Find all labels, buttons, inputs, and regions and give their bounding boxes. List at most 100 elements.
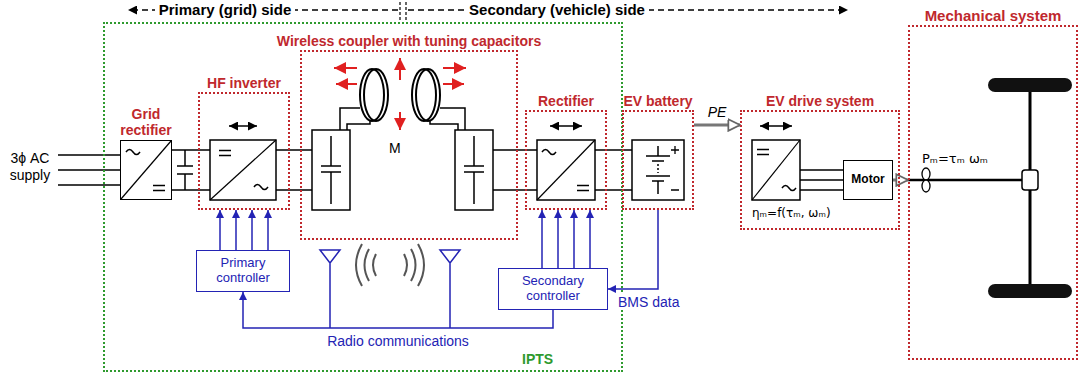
inner-wires bbox=[525, 150, 607, 190]
controller-box: Secondary controller bbox=[498, 268, 608, 310]
converter-diagonal bbox=[121, 141, 171, 199]
subsystem-box: Mechanical system bbox=[908, 25, 1078, 360]
connector bbox=[607, 150, 622, 190]
converter-box bbox=[537, 140, 595, 200]
mutual-inductance: M bbox=[389, 140, 401, 156]
inner-wires bbox=[300, 150, 518, 190]
side-label: Primary (grid) side bbox=[155, 1, 296, 18]
connector-line bbox=[219, 210, 221, 250]
wheel bbox=[988, 78, 1072, 92]
converter-box bbox=[752, 140, 800, 200]
coil-leads bbox=[340, 108, 465, 130]
field-arrow bbox=[334, 67, 357, 69]
converter-diagonal bbox=[752, 140, 800, 200]
dc-symbol bbox=[153, 186, 165, 191]
ac-symbol bbox=[782, 186, 796, 191]
connector-line bbox=[243, 292, 553, 328]
coil bbox=[416, 69, 440, 121]
battery-symbol bbox=[646, 146, 670, 194]
dc-symbol bbox=[757, 150, 769, 155]
edge-label: Pₘ=τₘ ωₘ bbox=[920, 151, 990, 166]
motor-wires bbox=[800, 170, 843, 190]
connector-line bbox=[589, 210, 591, 268]
connector-line bbox=[251, 210, 253, 250]
edge-label: BMS data bbox=[616, 294, 681, 310]
dc-symbol bbox=[219, 151, 231, 156]
block-heading: Grid rectifier bbox=[111, 106, 181, 138]
connector bbox=[608, 210, 658, 289]
coil bbox=[364, 69, 388, 121]
radio-waves bbox=[356, 244, 424, 286]
connector bbox=[172, 150, 198, 190]
power-wire bbox=[518, 149, 525, 151]
block-heading: HF inverter bbox=[207, 75, 281, 91]
field-arrow bbox=[399, 112, 401, 130]
connector bbox=[893, 180, 908, 181]
supply-wires bbox=[58, 155, 120, 185]
converter-diagonal bbox=[537, 140, 595, 200]
connector bbox=[542, 210, 590, 268]
converter-box bbox=[210, 140, 276, 200]
field-arrow bbox=[399, 58, 401, 80]
bidirectional-arrow bbox=[229, 125, 257, 127]
system-label: IPTS bbox=[522, 351, 553, 367]
battery-box bbox=[632, 140, 684, 200]
wheel bbox=[988, 284, 1072, 298]
connector bbox=[243, 292, 553, 328]
edge-label: PE bbox=[706, 104, 729, 120]
capacitor-box bbox=[312, 130, 350, 210]
bidirectional-arrow bbox=[760, 125, 792, 127]
block-heading: EV battery bbox=[623, 93, 692, 109]
polarity-signs bbox=[671, 146, 679, 190]
capacitor-box bbox=[455, 130, 493, 210]
box-label: Motor bbox=[851, 173, 884, 187]
battery-dots bbox=[657, 164, 659, 173]
capacitor-symbol bbox=[321, 136, 341, 204]
ac-symbol bbox=[254, 185, 268, 190]
propeller bbox=[922, 180, 930, 192]
converter-diagonal bbox=[210, 140, 276, 200]
controller-box: Primary controller bbox=[196, 250, 290, 292]
subsystem-box: Rectifier bbox=[525, 110, 607, 210]
system-boundary: IPTSGrid rectifierHF inverterWireless co… bbox=[103, 22, 623, 372]
power-wire bbox=[172, 189, 198, 191]
boundary-tick bbox=[400, 2, 406, 22]
power-wire bbox=[172, 149, 198, 151]
subsystem-box: HF inverter bbox=[198, 92, 290, 210]
side-label: Secondary (vehicle) side bbox=[465, 1, 649, 18]
field-arrow bbox=[336, 83, 357, 85]
connector bbox=[694, 125, 740, 126]
dc-symbol bbox=[577, 186, 589, 191]
block-heading: Rectifier bbox=[538, 93, 594, 109]
field-arrow bbox=[443, 67, 466, 69]
differential bbox=[1022, 170, 1038, 190]
connector-line bbox=[573, 210, 575, 268]
block-heading: Wireless coupler with tuning capacitors bbox=[277, 33, 541, 49]
connector-line bbox=[557, 210, 559, 268]
power-wire bbox=[518, 189, 525, 191]
connector-line bbox=[893, 179, 908, 182]
ac-symbol bbox=[542, 150, 556, 155]
motor-box: Motor bbox=[843, 160, 893, 200]
subsystem-box: Wireless coupler with tuning capacitors bbox=[300, 50, 518, 240]
connector bbox=[220, 210, 268, 250]
inner-wires bbox=[198, 150, 290, 190]
block-heading: Mechanical system bbox=[925, 7, 1062, 24]
box-label: Primary controller bbox=[197, 256, 289, 286]
axle bbox=[1029, 92, 1032, 284]
power-wire bbox=[607, 189, 622, 191]
connector-line bbox=[608, 210, 658, 289]
ac-symbol bbox=[126, 150, 140, 155]
antenna bbox=[320, 250, 460, 328]
field-arrow bbox=[443, 83, 464, 85]
efficiency-formula: ηₘ=f(τₘ, ωₘ) bbox=[752, 206, 831, 220]
bidirectional-arrow bbox=[550, 125, 582, 127]
power-wire bbox=[290, 189, 300, 191]
power-wire bbox=[607, 149, 622, 151]
supply-label: 3ϕ AC supply bbox=[3, 150, 57, 184]
power-wire bbox=[290, 149, 300, 151]
connector-line bbox=[694, 124, 740, 127]
subsystem-box: EV battery bbox=[622, 110, 694, 210]
edge-label: Radio communications bbox=[325, 333, 471, 349]
